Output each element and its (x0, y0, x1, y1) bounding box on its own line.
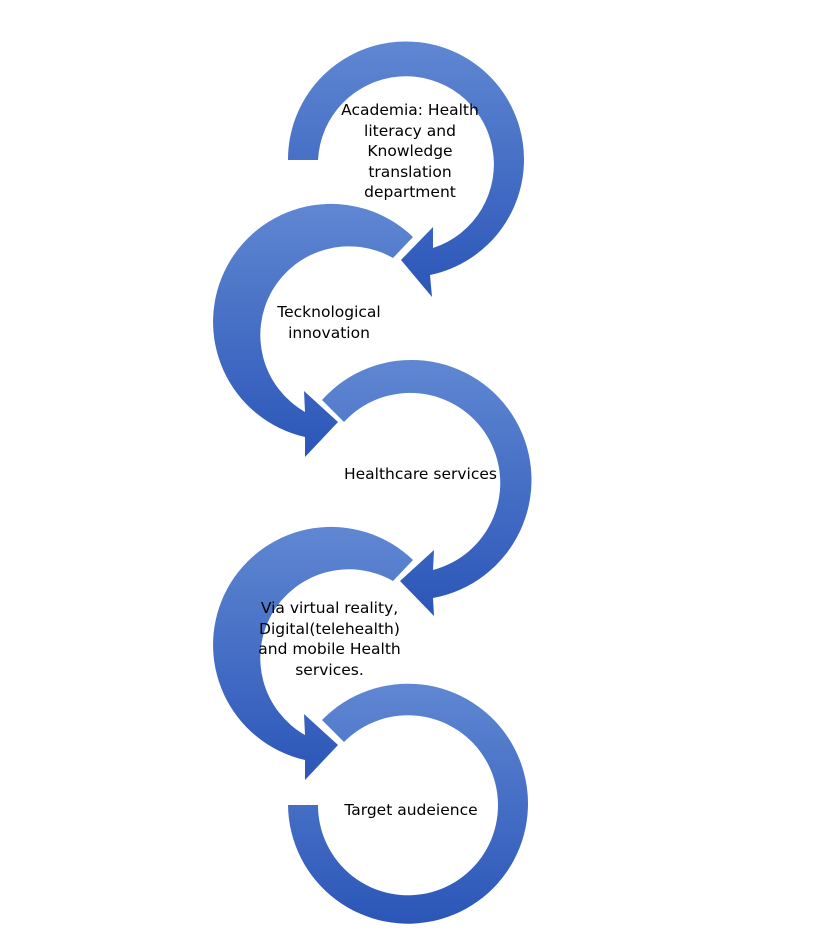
step-5-label: Target audeience (344, 801, 478, 819)
step-3-label: Healthcare services (343, 465, 497, 483)
circular-arrow-3 (322, 359, 532, 616)
circular-arrow-2 (213, 203, 413, 457)
step-1-label: Academia: Health literacy and Knowledge … (341, 101, 479, 201)
circular-arrow-4 (213, 526, 413, 780)
step-2-label: Tecknological innovation (277, 303, 381, 342)
step-4-label: Via virtual reality, Digital(telehealth)… (258, 599, 401, 679)
circular-arrow-1 (287, 41, 524, 297)
